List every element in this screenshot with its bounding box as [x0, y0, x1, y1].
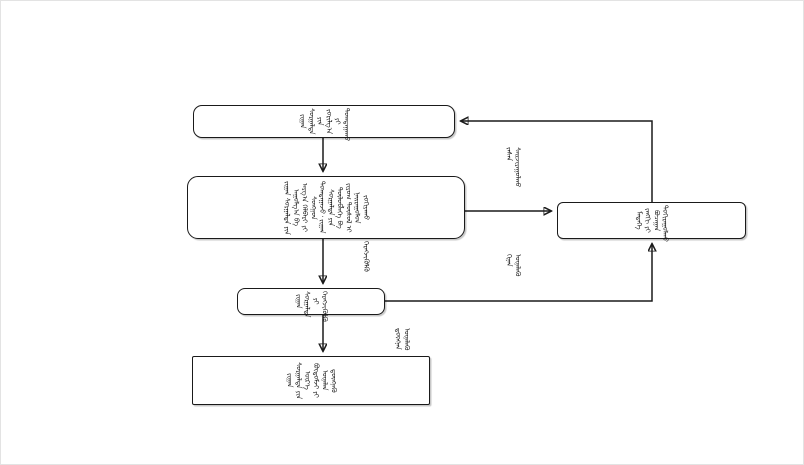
node-implement-teaching-text: ᠵᠢᠭᠠᠨ ᠰᠤᠷᠭᠠᠯᠲᠠ ᠶᠢ ᠬᠡᠷᠡᠭᠵᠢᠭᠦᠯᠬᠦ	[294, 291, 329, 322]
edge-label-revise: ᠵᠠᠰᠠᠨ ᠰᠠᠢᠵᠢᠷᠠᠭᠤᠯᠬᠤ	[504, 147, 522, 188]
node-implement-teaching: ᠵᠢᠭᠠᠨ ᠰᠤᠷᠭᠠᠯᠲᠠ ᠶᠢ ᠬᠡᠷᠡᠭᠵᠢᠭᠦᠯᠬᠦ	[237, 288, 385, 322]
edge-label-summarize: ᠳ᠋ᠦᠩᠨᠡᠨ ᠦᠨᠡᠯᠡᠬᠦ	[393, 328, 411, 351]
node-content-and-plan-design: ᠵᠢᠭᠠᠨ ᠰᠤᠷᠭᠠᠯᠲᠠ ᠶᠢᠨ ᠠᠭᠤᠯᠭ᠎ᠠ ᠪᠠ ᠠᠷᠭ᠎ᠠ ᠬᠡᠯᠪ…	[187, 176, 465, 239]
edge-label-assess: ᠬᠢᠨᠠᠨ ᠦᠨᠡᠯᠡᠬᠦ	[504, 254, 522, 277]
node-feedback-adjustment: ᠮᠡᠳᠡᠭᠡ ᠵᠠᠩᠭᠢ ᠶᠢ ᠪᠤᠴᠠᠭᠠᠨ ᠲᠣᠬᠢᠷᠠᠭᠤᠯᠬᠤ	[557, 202, 746, 242]
node-teaching-objectives-text: ᠵᠢᠭᠠᠨ ᠰᠤᠷᠭᠠᠯᠲᠠ ᠶᠢᠨ ᠵᠣᠷᠢᠯᠭ᠎ᠠ ᠶᠢ ᠲᠣᠭᠲᠠᠭᠠᠬᠤ	[298, 108, 351, 142]
node-content-and-plan-design-text: ᠵᠢᠭᠠᠨ ᠰᠤᠷᠭᠠᠯᠲᠠ ᠶᠢᠨ ᠠᠭᠤᠯᠭ᠎ᠠ ᠪᠠ ᠠᠷᠭ᠎ᠠ ᠬᠡᠯᠪ…	[283, 180, 370, 235]
arrow-feedback-to-top	[461, 121, 653, 202]
node-teaching-objectives: ᠵᠢᠭᠠᠨ ᠰᠤᠷᠭᠠᠯᠲᠠ ᠶᠢᠨ ᠵᠣᠷᠢᠯᠭ᠎ᠠ ᠶᠢ ᠲᠣᠭᠲᠠᠭᠠᠬᠤ	[193, 105, 455, 142]
node-evaluate-results: ᠵᠢᠭᠠᠨ ᠰᠤᠷᠭᠠᠯᠲᠠ ᠶᠢᠨ ᠦᠷ᠎ᠡ ᠪᠦᠲᠦᠮᠵᠢ ᠶᠢ ᠦᠨᠡᠯᠡ…	[192, 356, 430, 405]
node-evaluate-results-text: ᠵᠢᠭᠠᠨ ᠰᠤᠷᠭᠠᠯᠲᠠ ᠶᠢᠨ ᠦᠷ᠎ᠡ ᠪᠦᠲᠦᠮᠵᠢ ᠶᠢ ᠦᠨᠡᠯᠡ…	[285, 361, 338, 400]
edge-label-implement: ᠬᠡᠷᠡᠭᠵᠢᠭᠦᠯᠬᠦ	[361, 241, 370, 272]
node-feedback-adjustment-text: ᠮᠡᠳᠡᠭᠡ ᠵᠠᠩᠭᠢ ᠶᠢ ᠪᠤᠴᠠᠭᠠᠨ ᠲᠣᠬᠢᠷᠠᠭᠤᠯᠬᠤ	[634, 205, 669, 242]
